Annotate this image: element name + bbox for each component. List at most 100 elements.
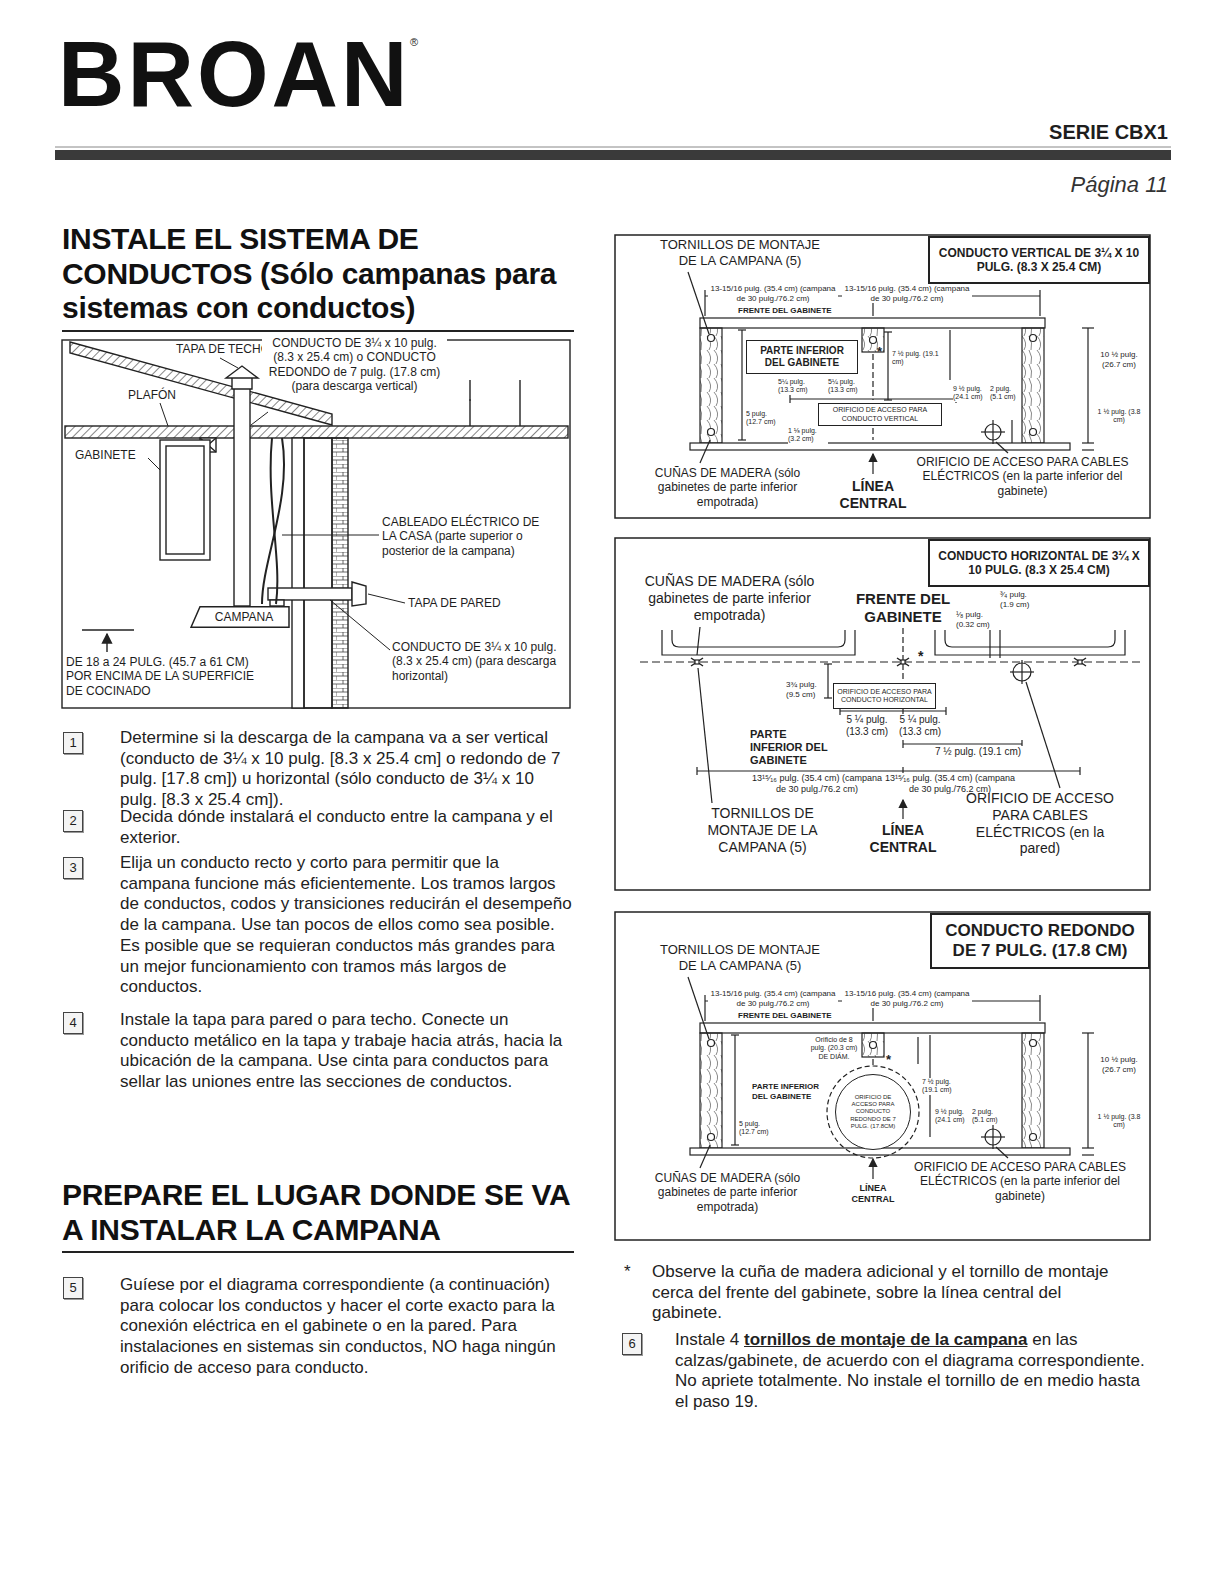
asterisk-mark: * — [918, 648, 928, 665]
page-heading: INSTALE EL SISTEMA DE CONDUCTOS (Sólo ca… — [62, 222, 574, 332]
dimension-label: 2 pulg. (5.1 cm) — [990, 385, 1018, 402]
dimension-label: 13¹⁵⁄₁₆ pulg. (35.4 cm) (campana de 30 p… — [752, 773, 882, 795]
node-text: ORIFICIO DE ACCESO PARA CONDUCTO REDONDO… — [846, 1094, 900, 1130]
dimension-label: 5¼ pulg. (13.3 cm) — [778, 378, 818, 395]
brand-logo: BROAN — [58, 28, 428, 120]
step-text: tornillos de montaje de la campana — [744, 1330, 1027, 1349]
callout-label: FRENTE DEL GABINETE — [853, 590, 953, 626]
section-heading: PREPARE EL LUGAR DONDE SE VA A INSTALAR … — [62, 1178, 574, 1253]
node-text: ORIFICIO DE ACCESO PARA CONDUCTO VERTICA… — [822, 406, 938, 423]
dimension-label: 5 pulg. (12.7 cm) — [739, 1120, 775, 1137]
node-text: 2 — [69, 813, 76, 829]
step-text: Determine si la descarga de la campana v… — [120, 728, 572, 811]
asterisk-mark: * — [877, 344, 887, 360]
callout-label: ORIFICIO DE ACCESO PARA CABLES ELÉCTRICO… — [955, 790, 1125, 857]
callout-label: CONDUCTO DE 3¼ x 10 pulg. (8.3 x 25.4 cm… — [262, 336, 447, 394]
step-number: 2 — [63, 810, 83, 832]
dimension-label: 2 pulg. (5.1 cm) — [972, 1108, 1000, 1125]
dimension-label: Orificio de 8 pulg. (20.3 cm) DE DIÁM. — [810, 1036, 858, 1061]
node-text: CONDUCTO REDONDO DE 7 PULG. (17.8 CM) — [936, 921, 1144, 962]
note-text: Observe la cuña de madera adicional y el… — [652, 1262, 1122, 1324]
dimension-label: 10 ½ pulg. (26.7 cm) — [1094, 1055, 1144, 1074]
node-text: CONDUCTO VERTICAL DE 3¼ X 10 PULG. (8.3 … — [934, 246, 1144, 275]
step-text: Elija un conducto recto y corto para per… — [120, 853, 572, 998]
step-text: Guíese por el diagrama correspondiente (… — [120, 1275, 572, 1379]
step-text: Instale 4 — [675, 1330, 739, 1349]
house-illustration — [62, 340, 570, 708]
dimension-label: 13-15/16 pulg. (35.4 cm) (campana de 30 … — [708, 284, 838, 303]
step-number: 6 — [622, 1333, 642, 1355]
step-text: Decida dónde instalará el conducto entre… — [120, 807, 572, 848]
node-text: CAMPANA — [215, 610, 273, 624]
dimension-label: 7 ½ pulg. (19.1 cm) — [892, 350, 942, 367]
dimension-label: 1 ⅛ pulg. (3.2 cm) — [788, 427, 828, 444]
centerline-label: LÍNEA CENTRAL — [860, 822, 946, 856]
callout-label: TORNILLOS DE MONTAJE DE LA CAMPANA (5) — [655, 237, 825, 268]
callout-label: PARTE INFERIOR DEL GABINETE — [750, 728, 838, 768]
node-text: 5 — [69, 1280, 76, 1296]
cabinet-bottom-box: PARTE INFERIOR DEL GABINETE — [746, 340, 858, 374]
step-number: 3 — [63, 857, 83, 879]
vertical-duct-plan — [688, 272, 1094, 474]
callout-label: CUÑAS DE MADERA (sólo gabinetes de parte… — [635, 466, 820, 509]
duct-opening-box: ORIFICIO DE ACCESO PARA CONDUCTO HORIZON… — [833, 683, 936, 709]
centerline-label: LÍNEA CENTRAL — [846, 1183, 900, 1205]
node-text: ORIFICIO DE ACCESO PARA CONDUCTO HORIZON… — [837, 688, 932, 705]
node-text: 6 — [628, 1336, 635, 1352]
callout-label: GABINETE — [75, 448, 155, 462]
callout-label: PLAFÓN — [128, 388, 188, 402]
node-text: 1 — [69, 735, 76, 751]
dimension-label: 9 ½ pulg. (24.1 cm) — [935, 1108, 967, 1125]
callout-label: TAPA DE PARED — [408, 596, 518, 610]
node-text: 3 — [69, 860, 76, 876]
callout-label: TORNILLOS DE MONTAJE DE LA CAMPANA (5) — [655, 942, 825, 973]
step-number: 5 — [63, 1277, 83, 1299]
round-duct-opening: ORIFICIO DE ACCESO PARA CONDUCTO REDONDO… — [835, 1074, 911, 1150]
callout-label: PARTE INFERIOR DEL GABINETE — [752, 1082, 822, 1101]
registered-mark: ® — [410, 36, 426, 49]
step-number: 1 — [63, 732, 83, 754]
dimension-label: ³⁄₄ pulg. (1.9 cm) — [1000, 590, 1042, 609]
dimension-label: 10 ½ pulg. (26.7 cm) — [1094, 350, 1144, 369]
node-text: PARTE INFERIOR DEL GABINETE — [750, 345, 854, 369]
dimension-label: ¹⁄₈ pulg. (0.32 cm) — [956, 610, 994, 629]
dimension-label: 5 ¼ pulg. (13.3 cm) — [842, 714, 892, 738]
panel-title-box: CONDUCTO REDONDO DE 7 PULG. (17.8 CM) — [930, 913, 1150, 969]
dimension-label: 7 ½ pulg. (19.1 cm) — [928, 746, 1028, 758]
callout-label: FRENTE DEL GABINETE — [738, 1011, 848, 1021]
panel-title-box: CONDUCTO VERTICAL DE 3¼ X 10 PULG. (8.3 … — [928, 236, 1150, 284]
dimension-label: 5¼ pulg. (13.3 cm) — [828, 378, 868, 395]
dimension-label: 13-15/16 pulg. (35.4 cm) (campana de 30 … — [842, 989, 972, 1008]
dimension-label: 1 ½ pulg. (3.8 cm) — [1094, 1113, 1144, 1130]
dimension-label: 13-15/16 pulg. (35.4 cm) (campana de 30 … — [708, 989, 838, 1008]
panel-title-box: CONDUCTO HORIZONTAL DE 3¼ X 10 PULG. (8.… — [928, 539, 1150, 587]
round-duct-plan — [688, 977, 1094, 1179]
duct-opening-box: ORIFICIO DE ACCESO PARA CONDUCTO VERTICA… — [818, 403, 942, 426]
centerline-label: LÍNEA CENTRAL — [838, 478, 908, 512]
asterisk-mark: * — [624, 1262, 638, 1282]
step-number: 4 — [63, 1012, 83, 1034]
range-hood: CAMPANA — [190, 606, 290, 628]
callout-label: CUÑAS DE MADERA (sólo gabinetes de parte… — [622, 573, 837, 623]
callout-label: ORIFICIO DE ACCESO PARA CABLES ELÉCTRICO… — [910, 455, 1135, 498]
step-paragraph: Instale 4 tornillos de montaje de la camp… — [675, 1330, 1145, 1413]
node-text: CONDUCTO HORIZONTAL DE 3¼ X 10 PULG. (8.… — [934, 549, 1144, 578]
asterisk-mark: * — [886, 1052, 896, 1068]
dimension-label: 13-15/16 pulg. (35.4 cm) (campana de 30 … — [842, 284, 972, 303]
dimension-label: 3¾ pulg. (9.5 cm) — [786, 680, 824, 699]
callout-label: CONDUCTO DE 3¼ x 10 pulg. (8.3 x 25.4 cm… — [392, 640, 567, 683]
dimension-label: 5 ¼ pulg. (13.3 cm) — [895, 714, 945, 738]
dimension-label: 9 ½ pulg. (24.1 cm) — [953, 385, 985, 402]
series-label: SERIE CBX1 — [900, 120, 1168, 144]
callout-label: DE 18 a 24 PULG. (45.7 a 61 CM) POR ENCI… — [66, 655, 271, 698]
callout-label: CUÑAS DE MADERA (sólo gabinetes de parte… — [635, 1171, 820, 1214]
callout-label: TORNILLOS DE MONTAJE DE LA CAMPANA (5) — [700, 805, 825, 855]
dimension-label: 5 pulg. (12.7 cm) — [746, 410, 782, 427]
dimension-label: 7 ½ pulg. (19.1 cm) — [922, 1078, 958, 1095]
callout-label: FRENTE DEL GABINETE — [738, 306, 848, 316]
step-text: Instale la tapa para pared o para techo.… — [120, 1010, 572, 1093]
dimension-label: 1 ½ pulg. (3.8 cm) — [1094, 408, 1144, 425]
node-text: 4 — [69, 1015, 76, 1031]
callout-label: ORIFICIO DE ACCESO PARA CABLES ELÉCTRICO… — [900, 1160, 1140, 1203]
callout-label: CABLEADO ELÉCTRICO DE LA CASA (parte sup… — [382, 515, 542, 558]
